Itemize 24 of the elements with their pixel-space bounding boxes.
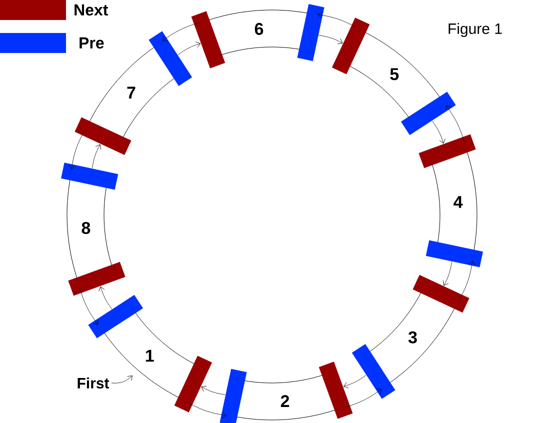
link-arrow (432, 120, 446, 144)
list-node: 3 (352, 274, 470, 399)
link-arrow (344, 388, 382, 408)
link-arrow (187, 402, 227, 418)
link-arrow (79, 288, 98, 325)
list-node: 6 (191, 4, 324, 68)
link-arrow (98, 286, 112, 310)
list-node: 8 (61, 162, 126, 296)
link-arrow (446, 105, 465, 142)
list-node: 4 (418, 134, 483, 268)
legend-label: Pre (80, 37, 104, 49)
pointer-arrow (111, 376, 132, 384)
link-arrow (68, 130, 85, 170)
link-arrow (178, 42, 201, 55)
link-arrow (442, 262, 452, 286)
link-arrow (317, 12, 357, 28)
link-arrow (92, 144, 102, 168)
list-node: 2 (220, 362, 353, 423)
link-arrow (318, 35, 343, 44)
link-arrow (343, 374, 366, 388)
link-arrow (162, 22, 200, 42)
link-arrow (459, 260, 476, 300)
legend-label: Next (74, 4, 108, 16)
link-arrow (201, 386, 226, 395)
